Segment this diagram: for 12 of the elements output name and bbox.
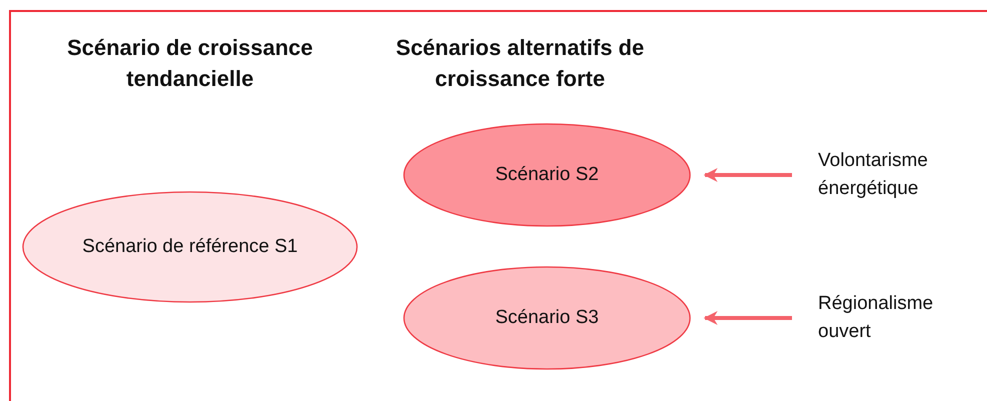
scenario-ellipse: [403, 266, 691, 370]
arrow: [704, 168, 792, 182]
scenario-ellipse: [403, 123, 691, 227]
arrow: [704, 311, 792, 325]
driver-label: Régionalisme ouvert: [818, 292, 934, 344]
scenario-label: Scénario S2: [495, 164, 599, 186]
scenario-label: Scénario S3: [495, 307, 599, 329]
column-heading: Scénario de croissance tendancielle: [66, 34, 314, 93]
scenario-ellipse: [22, 191, 358, 303]
scenario-label: Scénario de référence S1: [82, 236, 298, 258]
driver-label: Volontarisme énergétique: [818, 149, 929, 201]
column-heading: Scénarios alternatifs de croissance forte: [394, 34, 646, 93]
